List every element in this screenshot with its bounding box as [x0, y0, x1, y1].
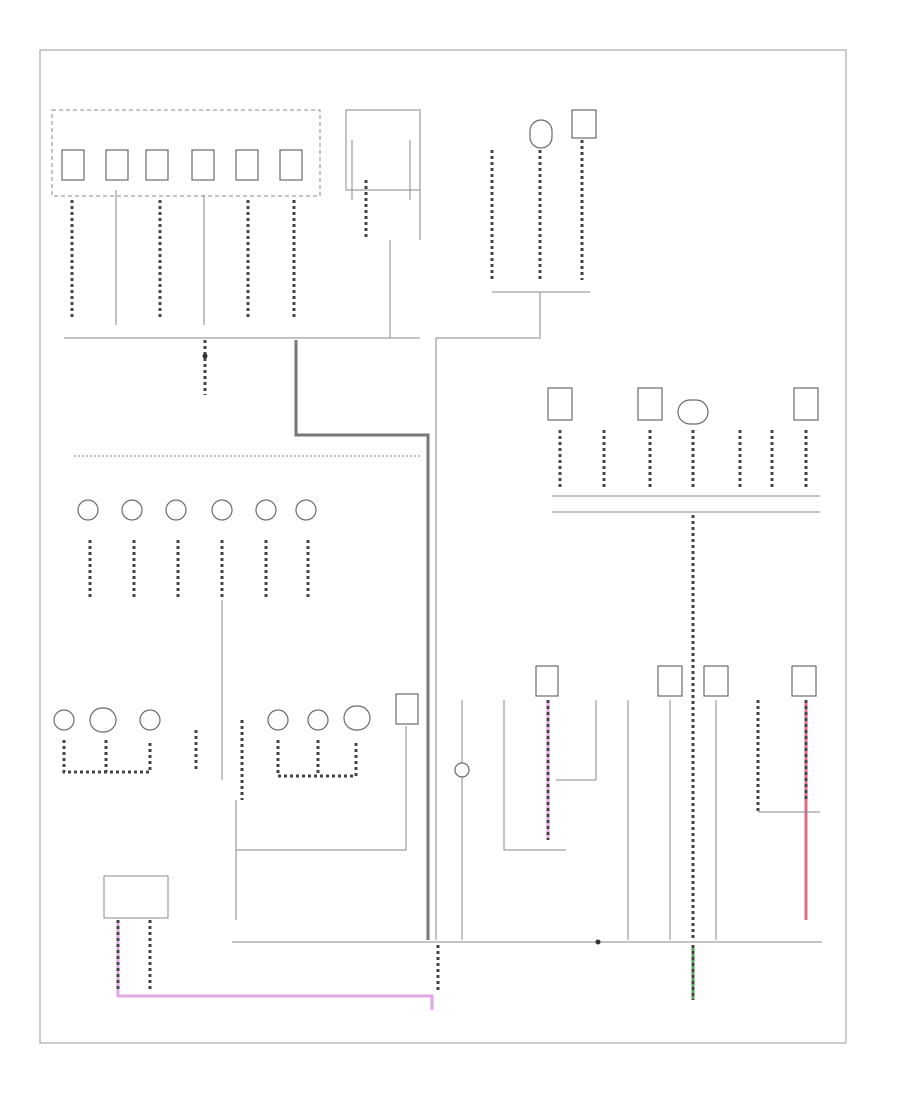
module-box — [535, 665, 559, 697]
module-box — [279, 149, 303, 181]
module-box — [191, 149, 215, 181]
top-center-relay — [345, 109, 421, 338]
lamp-icon — [139, 709, 161, 731]
lamp-icon — [677, 399, 709, 425]
mid-left-lamp-group — [74, 455, 420, 780]
module-box — [791, 665, 817, 697]
lamp-icon — [53, 709, 75, 731]
top-left-component-group — [51, 109, 430, 940]
module-box — [657, 665, 683, 697]
module-box — [703, 665, 729, 697]
lamp-icon — [89, 707, 117, 733]
module-box — [235, 149, 259, 181]
diagram-frame — [39, 49, 847, 1044]
lamp-icon — [165, 499, 187, 521]
module-box — [145, 149, 169, 181]
module-box — [61, 149, 85, 181]
bottom-bus — [232, 939, 822, 1000]
module-box — [793, 387, 819, 421]
lamp-icon — [529, 119, 553, 149]
mid-right-component-group — [547, 387, 820, 940]
module-box — [105, 149, 129, 181]
lamp-icon — [343, 705, 371, 731]
switch-box — [571, 109, 597, 139]
top-right-switch-group — [435, 109, 597, 940]
module-box — [547, 387, 573, 421]
module-box — [395, 693, 419, 725]
bottom-left-connector — [103, 875, 434, 1010]
lamp-icon — [307, 709, 329, 731]
lamp-icon — [121, 499, 143, 521]
lower-right-component-group — [454, 665, 820, 940]
lamp-icon — [77, 499, 99, 521]
module-box — [637, 387, 663, 421]
lamp-icon — [454, 762, 470, 778]
lower-left-lamp-group — [53, 693, 419, 920]
lamp-icon — [267, 709, 289, 731]
lamp-icon — [255, 499, 277, 521]
lamp-icon — [211, 499, 233, 521]
lamp-icon — [295, 499, 317, 521]
